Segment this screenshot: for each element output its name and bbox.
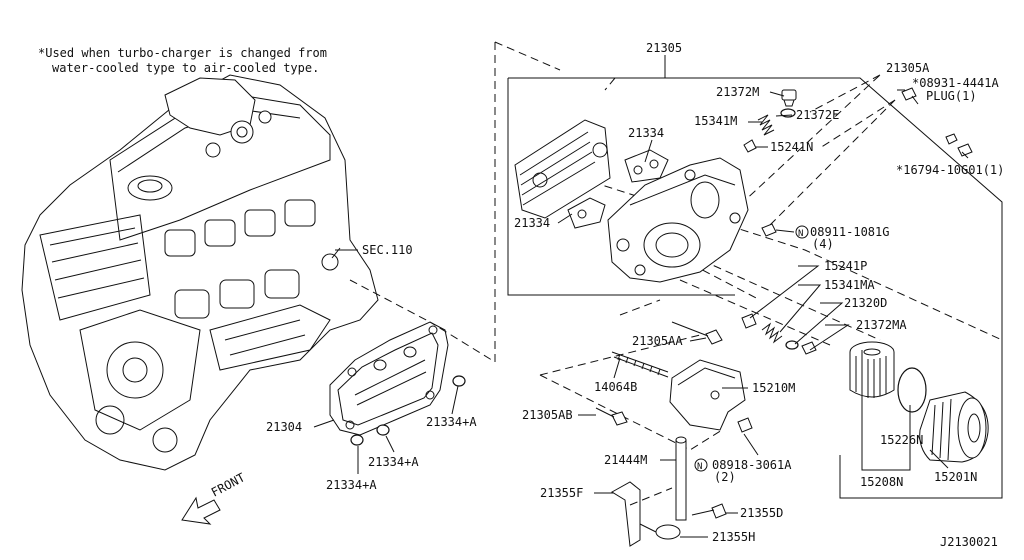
label-16794: *16794-10G01(1): [896, 163, 1004, 177]
label-21334a-left: 21334+A: [326, 478, 377, 492]
oil-filter-cartridge-15201n: [919, 391, 989, 463]
label-15210m: 15210M: [752, 381, 795, 395]
label-15201n: 15201N: [934, 470, 977, 484]
o-ring-21334a-left: [350, 434, 364, 446]
plug-21372ma: [801, 341, 817, 355]
label-21305a: 21305A: [886, 61, 930, 75]
leader-lines: [313, 55, 949, 538]
note-line-2: water-cooled type to air-cooled type.: [52, 61, 319, 75]
plug-16794: [957, 143, 973, 157]
label-08931: *08931-4441A: [912, 76, 999, 90]
oil-filter-element-15208n: [849, 341, 895, 398]
oil-cooler-core-21305: [514, 119, 611, 219]
label-14064b: 14064B: [594, 380, 637, 394]
label-21334a-mid: 21334+A: [368, 455, 419, 469]
front-direction-arrow: [181, 496, 221, 525]
nut-08918: [737, 417, 753, 433]
label-15208n: 15208N: [860, 475, 903, 489]
bracket-15210m: [669, 359, 746, 431]
n-symbol-08911: [795, 225, 809, 239]
bolt-21305ab: [611, 411, 628, 426]
label-21355f: 21355F: [540, 486, 583, 500]
o-ring-21334a-right: [452, 375, 466, 387]
o-ring-15226n: [897, 367, 927, 413]
bolt-21305aa: [705, 329, 723, 345]
label-15341m: 15341M: [694, 114, 737, 128]
stud-14064b: [611, 351, 669, 378]
label-plug: PLUG(1): [926, 89, 977, 103]
front-label: FRONT: [209, 470, 247, 499]
gasket-21334-left: [567, 197, 606, 229]
label-21320d: 21320D: [844, 296, 887, 310]
label-15241p: 15241P: [824, 259, 867, 273]
clamp-21355h: [655, 524, 681, 540]
n-symbol-08911-text: N: [798, 229, 803, 239]
note-line-1: *Used when turbo-charger is changed from: [38, 46, 327, 60]
label-21444m: 21444M: [604, 453, 647, 467]
label-sec110: SEC.110: [362, 243, 413, 257]
gasket-21334-top: [624, 149, 669, 183]
label-15226n: 15226N: [880, 433, 923, 447]
label-21305: 21305: [646, 41, 682, 55]
label-21355h: 21355H: [712, 530, 755, 544]
plug-08931: [945, 133, 958, 145]
label-15341ma: 15341MA: [824, 278, 875, 292]
valve-15241p: [741, 313, 757, 329]
n-symbol-08918-text: N: [697, 462, 702, 472]
label-08911: 08911-1081G: [810, 225, 889, 239]
valve-15241n: [743, 139, 757, 153]
label-21334-top: 21334: [628, 126, 664, 140]
bolt-21355d: [711, 503, 727, 519]
pipe-21444m: [675, 436, 687, 521]
n-symbol-08918: [694, 458, 708, 472]
oil-cooler-housing: [607, 157, 749, 283]
label-21304: 21304: [266, 420, 302, 434]
plug-21372m: [781, 89, 797, 107]
o-ring-21334a-mid: [376, 424, 390, 436]
label-21305aa: 21305AA: [632, 334, 683, 348]
washer-21320d: [785, 340, 799, 350]
label-21305ab: 21305AB: [522, 408, 573, 422]
label-21372e: 21372E: [796, 108, 839, 122]
engine-block-illustration: [21, 74, 379, 471]
label-21355d: 21355D: [740, 506, 783, 520]
bolt-08911: [761, 223, 777, 237]
label-08911-qty: (4): [812, 237, 834, 251]
label-21372ma: 21372MA: [856, 318, 907, 332]
bracket-21355f: [611, 481, 641, 547]
label-15241n: 15241N: [770, 140, 813, 154]
label-21372m: 21372M: [716, 85, 759, 99]
label-21334-left: 21334: [514, 216, 550, 230]
spring-15341m: [757, 114, 775, 136]
diagram-id: J2130021: [940, 535, 998, 549]
label-21334a-right: 21334+A: [426, 415, 477, 429]
label-08918-qty: (2): [714, 470, 736, 484]
oil-cooler-plate-21304: [329, 321, 449, 436]
label-08918: 08918-3061A: [712, 458, 792, 472]
spring-15341ma: [761, 322, 783, 344]
